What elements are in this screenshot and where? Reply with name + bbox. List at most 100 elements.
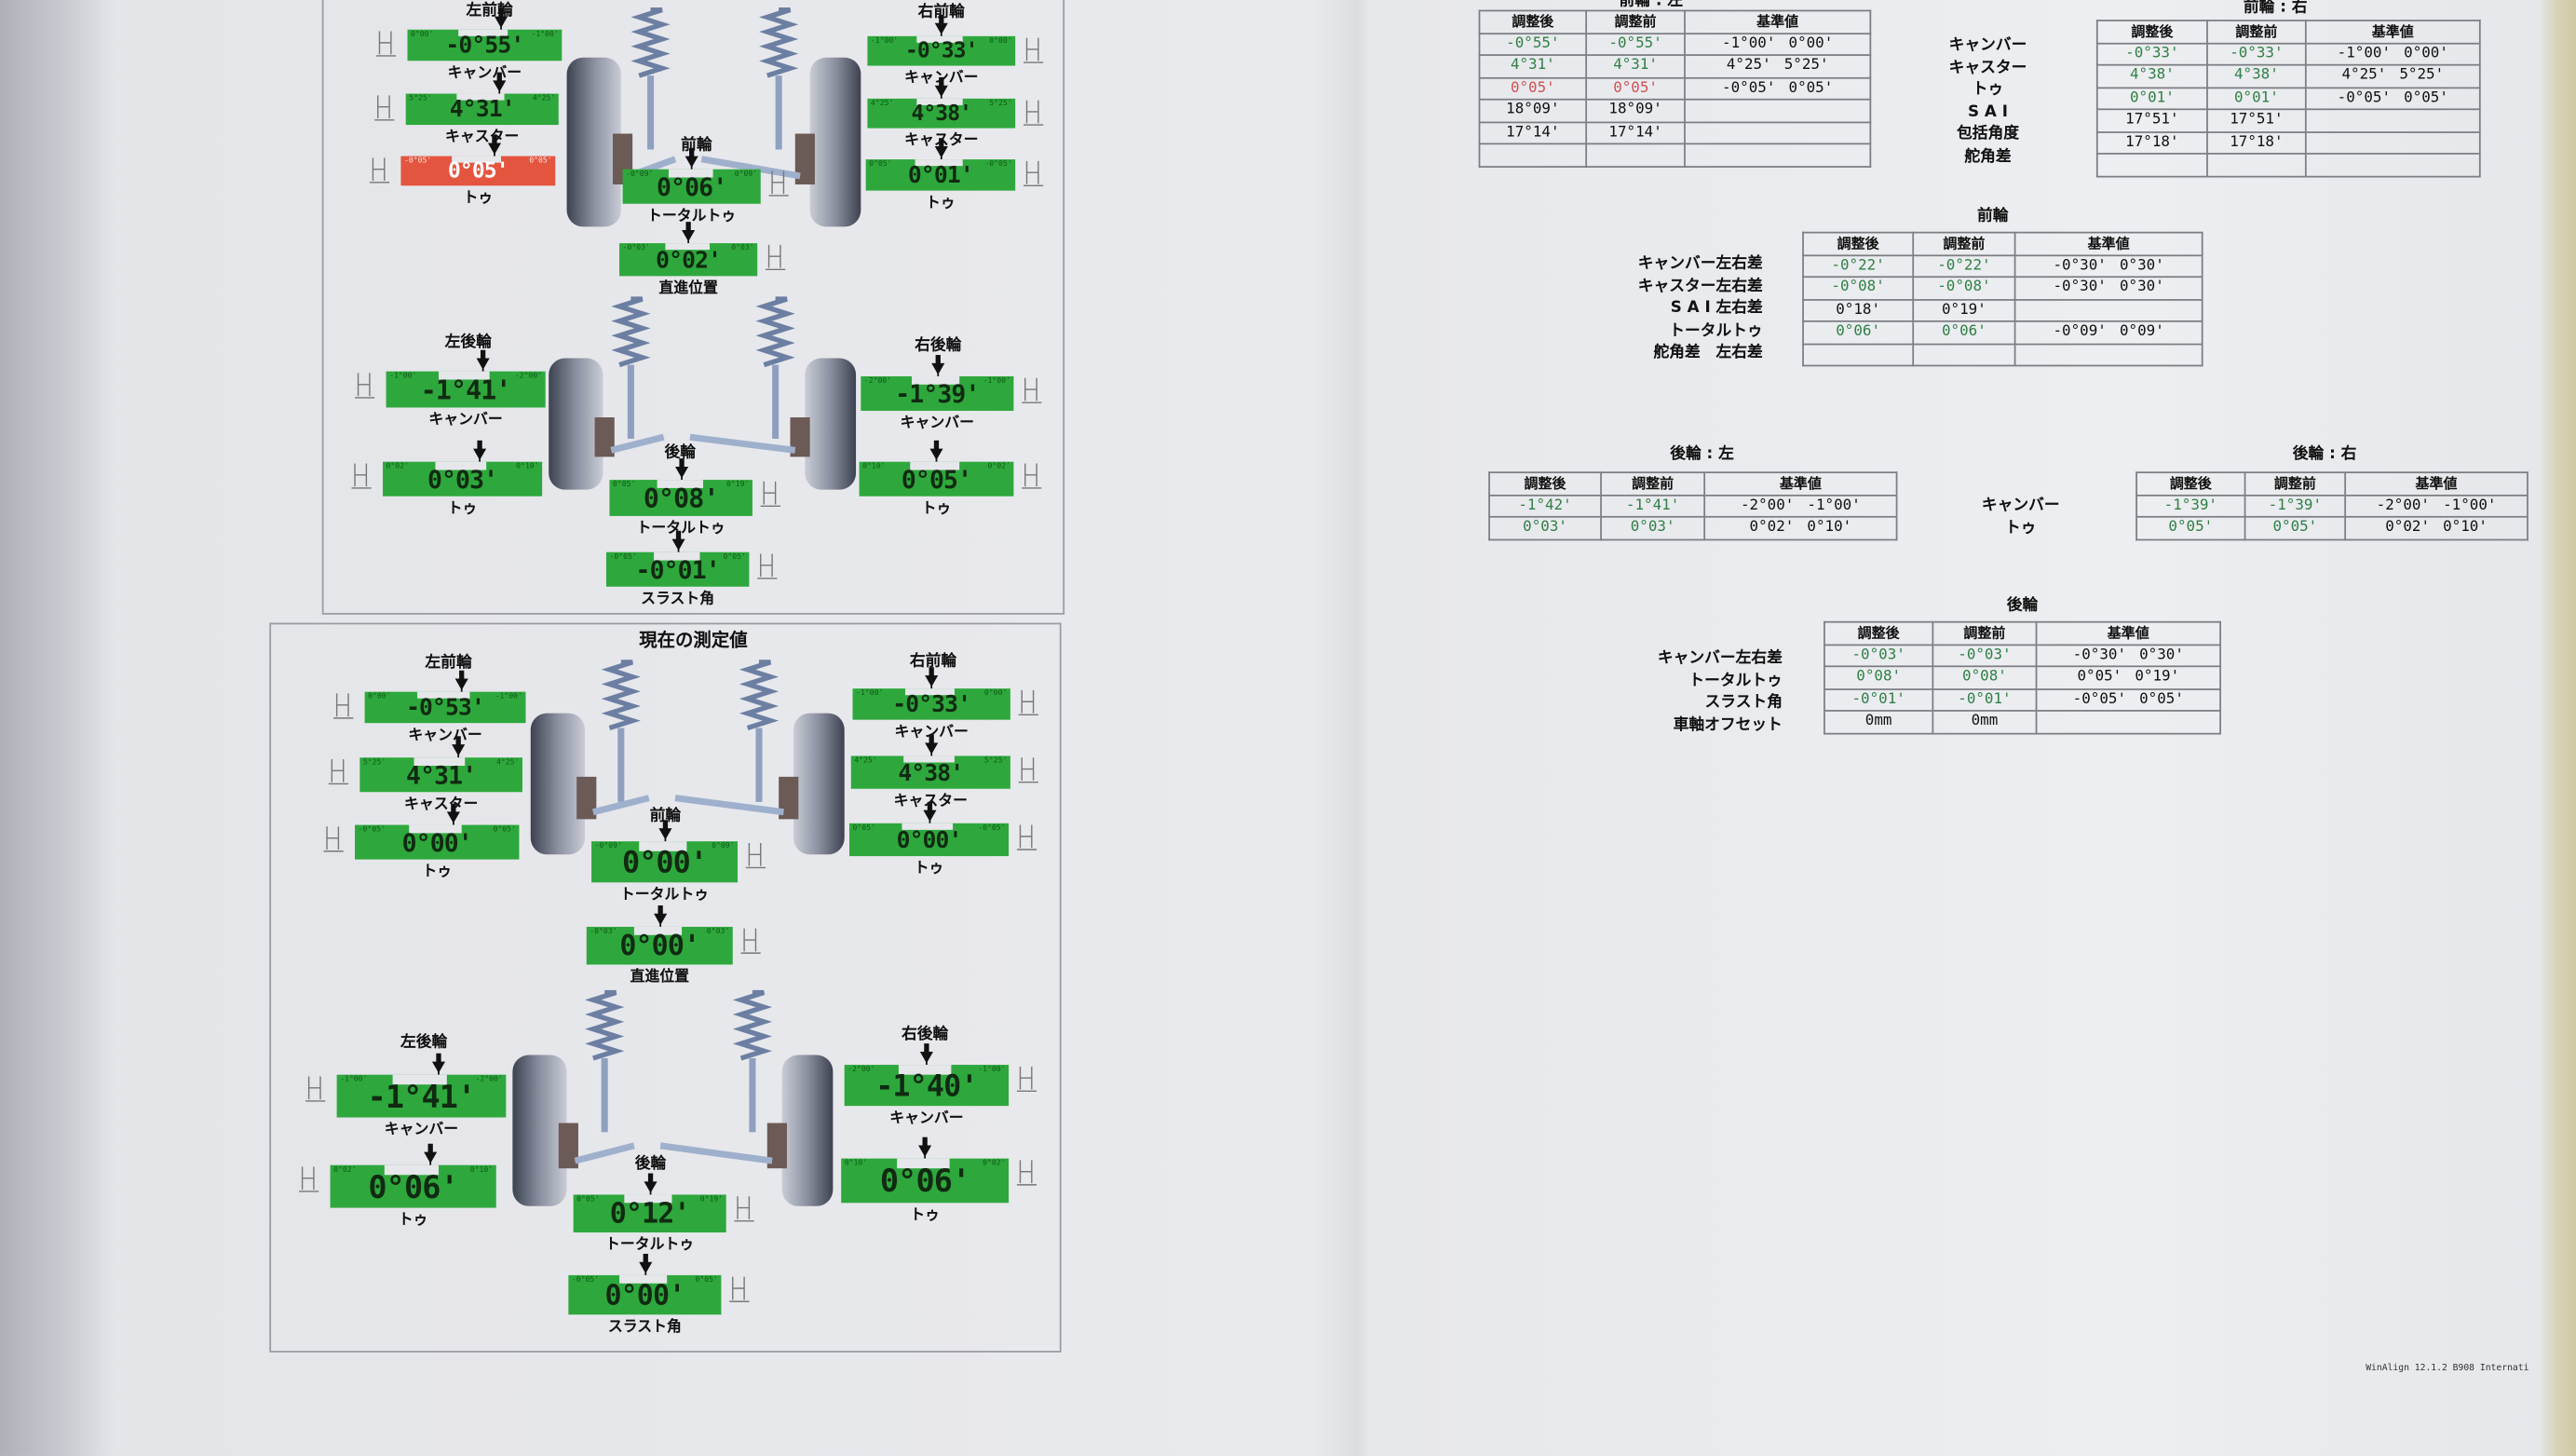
spec-range-cell bbox=[2304, 153, 2481, 177]
spec-range-cell: 4°25'5°25' bbox=[2304, 63, 2481, 88]
spec-range-cell: 0°02'0°10' bbox=[2344, 515, 2529, 540]
rr-toe-value: 0°06' bbox=[879, 1163, 970, 1200]
rf-camber-label: キャンバー bbox=[894, 724, 969, 742]
table-row: 17°14'17°14' bbox=[1478, 120, 1872, 145]
spring-icon bbox=[739, 660, 780, 730]
lr-toe-value: 0°03' bbox=[427, 465, 498, 495]
lr-camber-range-min: -1°00' bbox=[389, 373, 417, 382]
lf-toe-gauge: -0°05'0°05'0°05' bbox=[400, 156, 556, 186]
rr-toe-label: トゥ bbox=[910, 1207, 941, 1225]
r-total-toe-gauge: 0°05'0°19'0°12' bbox=[573, 1194, 726, 1233]
group-label-lr: 左後輪 bbox=[400, 1033, 448, 1052]
spec-range-cell: -0°30'0°30' bbox=[2013, 276, 2203, 300]
after-adjustment-cell: -0°33' bbox=[2095, 42, 2208, 66]
right-wheel-icon bbox=[793, 713, 845, 855]
adjusted-measurements-panel bbox=[321, 0, 1065, 615]
column-header: 基準値 bbox=[1703, 471, 1898, 496]
spec-range-cell bbox=[2013, 298, 2203, 322]
lf-caster-range-notch bbox=[413, 757, 466, 766]
control-arm-icon bbox=[689, 433, 796, 454]
f-total-toe-value: 0°06' bbox=[657, 172, 727, 202]
rf-toe-value: 0°00' bbox=[896, 828, 963, 855]
rr-toe-gauge: 0°10'0°02'0°05' bbox=[859, 461, 1014, 497]
table-header-row: 調整後調整前基準値 bbox=[1488, 471, 1898, 496]
spec-table-rear-left: 調整後調整前基準値-1°42'-1°41'-2°00'-1°00'0°03'0°… bbox=[1488, 471, 1898, 540]
rf-toe-range-max: -0°05' bbox=[984, 160, 1012, 170]
rr-toe-diagram-icon bbox=[1015, 1157, 1038, 1187]
row-label: キャンバー bbox=[1948, 35, 2027, 55]
table-title-rear-left: 後輪 : 左 bbox=[1670, 445, 1734, 464]
f-straight-range-max: 0°03' bbox=[731, 244, 754, 253]
lr-toe-label: トゥ bbox=[447, 501, 478, 518]
table-header-row: 調整後調整前基準値 bbox=[2095, 20, 2481, 44]
spec-min: -1°00' bbox=[1722, 35, 1776, 53]
group-label-rf: 右前輪 bbox=[917, 3, 965, 21]
rf-camber-range-min: -1°00' bbox=[870, 37, 899, 47]
lf-camber-diagram-icon bbox=[332, 690, 355, 720]
left-wheel-icon bbox=[549, 358, 603, 490]
rr-toe-arrow-icon bbox=[929, 448, 943, 460]
before-adjustment-cell: -1°39' bbox=[2244, 494, 2347, 518]
lf-caster-arrow-icon bbox=[492, 80, 506, 92]
before-adjustment-cell: -1°41' bbox=[1600, 494, 1706, 518]
before-adjustment-cell: 0°01' bbox=[2206, 86, 2307, 111]
rf-toe-value: 0°01' bbox=[907, 162, 974, 189]
rr-toe-range-min: 0°10' bbox=[844, 1160, 868, 1169]
spec-table-rear-axle: 調整後調整前基準値-0°03'-0°03'-0°30'0°30'0°08'0°0… bbox=[1824, 620, 2221, 734]
spec-min: 0°02' bbox=[1749, 519, 1795, 537]
column-header: 調整後 bbox=[1488, 471, 1602, 496]
f-total-toe-gauge: -0°09'0°09'0°00' bbox=[591, 841, 739, 883]
f-total-toe-range-notch bbox=[668, 169, 712, 177]
lf-camber-range-min: 0°00' bbox=[411, 31, 434, 40]
column-header: 調整前 bbox=[1932, 620, 2038, 646]
f-straight-range-notch bbox=[634, 926, 682, 935]
lf-caster-diagram-icon bbox=[327, 755, 350, 785]
table-row: -0°33'-0°33'-1°00'0°00' bbox=[2095, 42, 2481, 66]
rf-toe-gauge: 0°05'-0°05'0°00' bbox=[849, 823, 1010, 857]
lr-toe-range-min: 0°02' bbox=[333, 1166, 357, 1176]
spring-icon bbox=[732, 989, 773, 1061]
lf-caster-arrow-stem bbox=[495, 72, 502, 83]
table-title-front-right: 前輪 : 右 bbox=[2243, 0, 2308, 17]
rf-caster-range-notch bbox=[915, 98, 964, 105]
row-labels-rear-wheel: キャンバートゥ bbox=[1982, 495, 2060, 539]
lf-toe-diagram-icon bbox=[368, 155, 391, 184]
spec-max: 0°09' bbox=[2119, 323, 2164, 341]
r-thrust-range-notch bbox=[618, 1274, 668, 1285]
rf-caster-value: 4°38' bbox=[911, 102, 972, 127]
before-adjustment-cell: 0°06' bbox=[1912, 320, 2016, 345]
group-label-rear: 後輪 bbox=[664, 443, 697, 462]
after-adjustment-cell: 0°05' bbox=[2135, 515, 2246, 540]
lf-camber-gauge: 0°00'-1°00'-0°55' bbox=[407, 29, 563, 61]
lr-camber-range-max: -2°00' bbox=[514, 373, 543, 382]
f-straight-gauge: -0°03'0°03'0°02' bbox=[619, 243, 758, 277]
after-adjustment-cell: -0°55' bbox=[1478, 32, 1588, 56]
lr-camber-gauge: -1°00'-2°00'-1°41' bbox=[386, 371, 546, 408]
current-measurements-panel bbox=[269, 622, 1062, 1353]
rf-caster-range-notch bbox=[903, 755, 955, 764]
row-label: キャンバー左右差 bbox=[1637, 254, 1763, 273]
before-adjustment-cell: 0°03' bbox=[1600, 515, 1706, 540]
row-label: キャスター左右差 bbox=[1637, 277, 1763, 295]
r-total-toe-value: 0°08' bbox=[643, 483, 719, 515]
rf-toe-gauge: 0°05'-0°05'0°01' bbox=[865, 159, 1016, 191]
f-total-toe-range-max: 0°09' bbox=[734, 170, 758, 180]
spec-min: 0°05' bbox=[2077, 669, 2122, 687]
lf-camber-range-max: -1°00' bbox=[531, 31, 559, 40]
spec-max: 0°10' bbox=[2443, 519, 2488, 537]
lf-camber-label: キャンバー bbox=[408, 728, 482, 745]
spec-table-front-axle: 調整後調整前基準値-0°22'-0°22'-0°30'0°30'-0°08'-0… bbox=[1802, 231, 2203, 367]
lr-camber-range-notch bbox=[392, 1074, 447, 1084]
rf-caster-arrow-stem bbox=[928, 734, 933, 745]
r-thrust-gauge: -0°05'0°05'-0°01' bbox=[605, 551, 750, 587]
table-row: 0°01'0°01'-0°05'0°05' bbox=[2095, 86, 2481, 111]
r-total-toe-label: トータルトゥ bbox=[636, 521, 725, 537]
before-adjustment-cell: 0mm bbox=[1932, 710, 2038, 734]
before-adjustment-cell: 0°08' bbox=[1932, 665, 2038, 689]
column-header: 基準値 bbox=[1684, 9, 1872, 34]
table-row: 17°51'17°51' bbox=[2095, 108, 2481, 132]
r-total-toe-diagram-icon bbox=[733, 1193, 756, 1223]
lr-camber-range-max: -2°00' bbox=[475, 1076, 503, 1085]
f-straight-label: 直進位置 bbox=[658, 280, 718, 298]
